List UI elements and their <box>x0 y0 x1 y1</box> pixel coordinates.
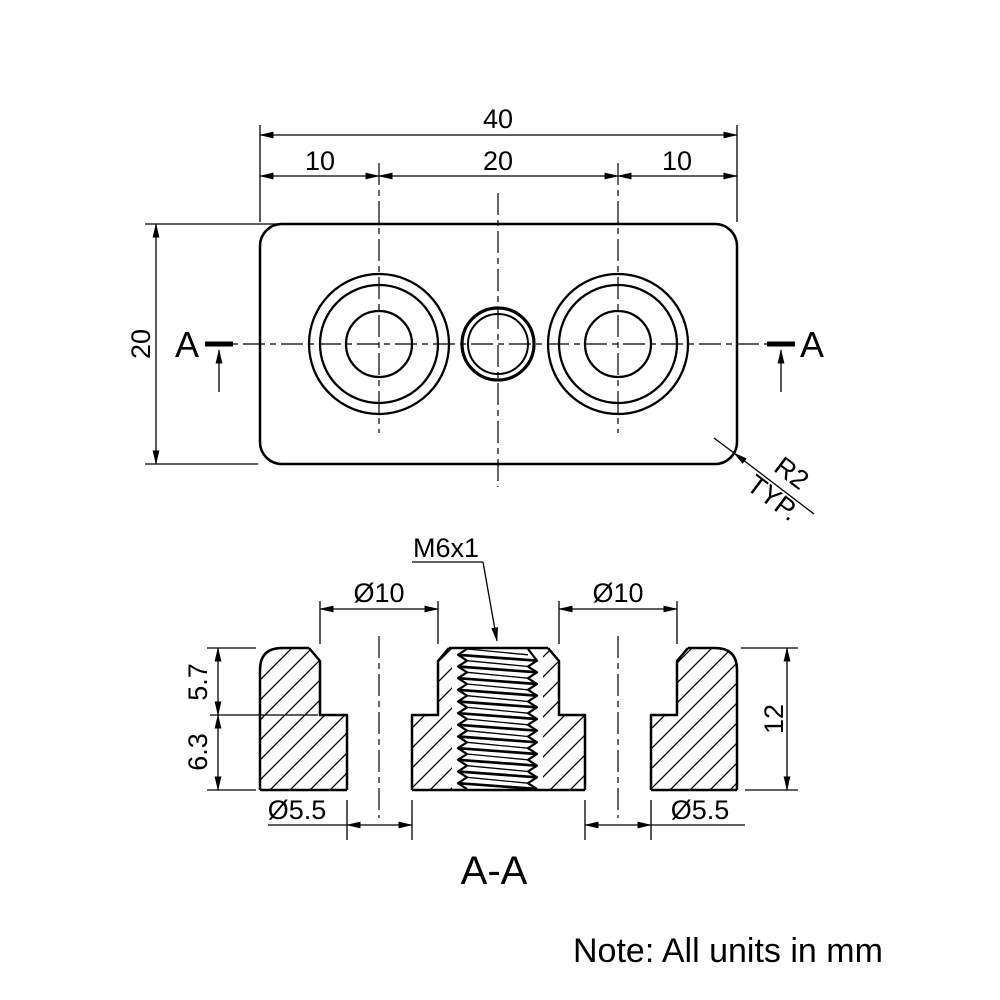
dim-counterbore-dia-right: Ø10 <box>592 578 643 608</box>
section-label-left: A <box>175 324 199 365</box>
dim-center-spacing: 20 <box>483 146 513 176</box>
dim-total-thickness: 12 <box>759 704 789 734</box>
dimension-lines-top-view <box>152 131 738 465</box>
dimension-lines-section <box>214 605 791 829</box>
hole-cutouts <box>309 646 688 793</box>
counterbore-hole-left <box>307 272 451 416</box>
thread-callout-leader <box>412 561 498 642</box>
dim-right-spacing: 10 <box>662 146 692 176</box>
dim-hole-dia-left: Ø5.5 <box>268 795 327 825</box>
units-note: Note: All units in mm <box>573 932 883 970</box>
section-title: A-A <box>461 849 528 893</box>
section-label-right: A <box>800 324 824 365</box>
dim-left-spacing: 10 <box>305 146 335 176</box>
counterbore-hole-right <box>546 272 690 416</box>
threaded-hole-center <box>460 306 536 382</box>
section-outline <box>258 646 739 792</box>
dim-counterbore-depth: 5.7 <box>183 663 213 701</box>
centerlines-section <box>378 636 619 818</box>
top-view: 40 10 20 10 20 A A R2 TYP. <box>126 104 824 527</box>
section-cut-marks: A A <box>175 324 824 392</box>
radius-callout: R2 TYP. <box>713 437 814 527</box>
dim-drill-depth: 6.3 <box>183 733 213 771</box>
section-view: M6x1 Ø10 Ø10 5.7 6.3 12 Ø5.5 Ø5.5 A-A <box>183 533 798 893</box>
part-outline-top-view <box>258 222 739 466</box>
dim-counterbore-dia-left: Ø10 <box>353 578 404 608</box>
extension-lines-section <box>207 601 798 840</box>
dim-height: 20 <box>126 329 156 359</box>
thread-coil <box>456 648 539 791</box>
centerlines-top-view <box>205 163 795 487</box>
dim-hole-dia-right: Ø5.5 <box>671 795 730 825</box>
dim-overall-width: 40 <box>483 104 513 134</box>
thread-callout: M6x1 <box>413 533 479 563</box>
